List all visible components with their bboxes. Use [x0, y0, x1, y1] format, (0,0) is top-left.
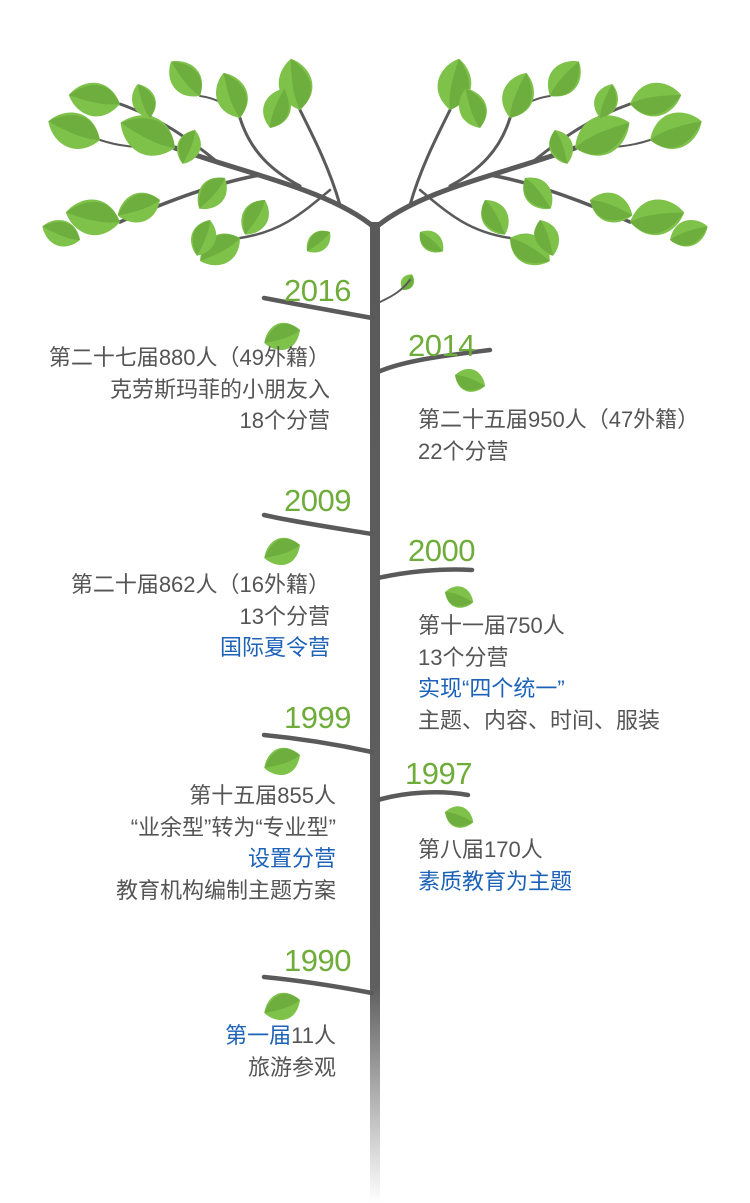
sprout	[379, 279, 411, 303]
year-2000: 2000	[408, 533, 475, 568]
entry-line: 13个分营	[239, 603, 330, 629]
entry-line: 主题、内容、时间、服装	[418, 707, 661, 733]
leaf	[594, 84, 618, 118]
leaf	[419, 230, 444, 253]
entry-2014-text: 第二十五届950人（47外籍） 22个分营	[418, 404, 699, 467]
leaf	[264, 322, 300, 350]
canopy-limb	[118, 102, 217, 162]
entry-1990-text: 第一届11人 旅游参观	[225, 1020, 336, 1083]
leaf	[548, 61, 581, 97]
canopy-limb	[238, 116, 302, 188]
leaf	[191, 220, 217, 256]
entry-line: 13个分营	[418, 644, 509, 670]
leaf	[670, 220, 708, 247]
entry-highlight: 设置分营	[247, 846, 336, 871]
canopy	[99, 95, 651, 240]
year-2014: 2014	[408, 328, 475, 363]
year-1999: 1999	[284, 700, 351, 735]
canopy-limb	[418, 188, 512, 240]
entry-line: “业余型”转为“专业型”	[130, 814, 336, 840]
year-2016: 2016	[284, 273, 351, 308]
leaf	[630, 82, 682, 117]
leaf	[590, 192, 633, 223]
leaf	[630, 199, 685, 236]
canopy-limb	[533, 102, 632, 162]
leaf	[523, 177, 553, 210]
leaf	[216, 72, 248, 118]
entry-highlight: 第一届	[225, 1023, 292, 1048]
entry-highlight: 实现“四个统一”	[418, 676, 565, 701]
leaf	[48, 112, 100, 149]
year-1990: 1990	[284, 943, 351, 978]
leaf	[177, 130, 201, 164]
leaf	[264, 992, 300, 1020]
entry-line: 第一届11人	[225, 1020, 336, 1052]
leaf	[306, 230, 331, 253]
entry-line: 旅游参观	[247, 1054, 336, 1080]
entry-highlight: 素质教育为主题	[418, 868, 573, 894]
entry-line: 第二十五届950人（47外籍）	[418, 407, 700, 432]
timeline-branch	[375, 567, 475, 581]
canopy-limb	[408, 108, 452, 207]
entry-2000-text: 第十一届750人 13个分营 实现“四个统一” 主题、内容、时间、服装	[418, 610, 660, 736]
timeline-branch	[375, 347, 493, 375]
entry-line: 教育机构编制主题方案	[115, 877, 336, 903]
year-2009: 2009	[284, 483, 351, 518]
leaf	[65, 199, 120, 236]
entry-count: 11人	[291, 1023, 336, 1048]
timeline-branch	[261, 295, 375, 321]
timeline-branch	[261, 732, 375, 755]
entry-highlight: 国际夏令营	[219, 635, 330, 660]
entry-line: 第八届170人	[418, 837, 543, 862]
leaf	[445, 586, 474, 608]
entry-line: 克劳斯玛菲的小朋友入	[109, 376, 330, 402]
entry-1999-text: 第十五届855人 “业余型”转为“专业型” 设置分营 教育机构编制主题方案	[116, 780, 336, 906]
canopy-limb	[238, 188, 332, 240]
leaf	[445, 806, 474, 828]
entry-line: 第十五届855人	[189, 783, 336, 808]
leaf	[117, 192, 160, 223]
leaf	[481, 200, 509, 235]
timeline-branch	[375, 790, 471, 803]
leaf	[264, 537, 300, 565]
leaf	[533, 220, 559, 256]
entry-2009-text: 第二十届862人（16外籍） 13个分营 国际夏令营	[71, 569, 330, 664]
branches	[261, 279, 493, 996]
leaf	[68, 82, 120, 117]
canopy-limb	[298, 108, 342, 207]
leaf	[549, 130, 573, 164]
entry-2016-text: 第二十七届880人（49外籍） 克劳斯玛菲的小朋友入 18个分营	[49, 342, 330, 437]
leaf	[459, 88, 487, 128]
trunk	[370, 222, 380, 1203]
entry-line: 第二十届862人（16外籍）	[70, 572, 330, 597]
canopy-limb	[448, 116, 512, 188]
leaf	[169, 61, 202, 97]
leaf	[132, 84, 156, 118]
timeline-branch	[261, 512, 375, 537]
entry-line: 第十一届750人	[418, 613, 565, 638]
entry-line: 第二十七届880人（49外籍）	[48, 345, 330, 370]
leaf	[650, 112, 702, 149]
timeline-branch	[261, 974, 375, 996]
leaf	[575, 115, 630, 156]
leaf	[120, 115, 175, 156]
leaf	[42, 220, 80, 247]
canopy-limb	[172, 145, 378, 231]
year-1997: 1997	[405, 756, 472, 791]
leaves	[42, 58, 708, 1020]
leaf	[502, 72, 534, 118]
entry-line: 18个分营	[239, 408, 330, 433]
entry-line: 22个分营	[418, 438, 509, 464]
leaf	[264, 747, 300, 775]
entry-1997-text: 第八届170人 素质教育为主题	[418, 834, 572, 897]
leaf	[455, 369, 486, 392]
leaf	[263, 88, 291, 128]
leaf	[197, 177, 227, 210]
leaf	[241, 200, 269, 235]
canopy-limb	[372, 145, 578, 231]
